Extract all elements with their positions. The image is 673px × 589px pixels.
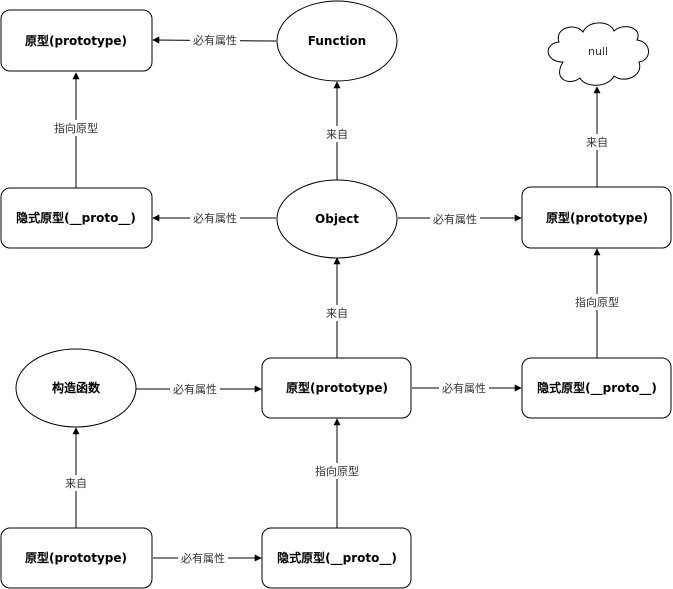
node-function: Function — [276, 0, 398, 82]
svg-text:来自: 来自 — [326, 128, 348, 141]
edge-label-hidden-to-proto: 指向原型 — [52, 120, 100, 136]
svg-text:必有属性: 必有属性 — [433, 212, 477, 226]
svg-text:必有属性: 必有属性 — [442, 381, 486, 395]
node-hidden-mid-left: 隐式原型(__proto__) — [0, 187, 153, 249]
node-null-cloud: null — [547, 22, 649, 86]
svg-text:指向原型: 指向原型 — [54, 121, 98, 135]
edge-label-proto-center-to-object: 来自 — [322, 305, 352, 321]
svg-text:指向原型: 指向原型 — [315, 464, 359, 478]
svg-text:null: null — [588, 45, 608, 58]
svg-text:来自: 来自 — [65, 477, 87, 490]
svg-text:必有属性: 必有属性 — [173, 382, 217, 396]
edge-label-object-to-proto-right: 必有属性 — [430, 211, 480, 227]
svg-text:Object: Object — [315, 212, 359, 226]
svg-text:隐式原型(__proto__): 隐式原型(__proto__) — [277, 550, 397, 566]
svg-text:必有属性: 必有属性 — [181, 551, 225, 565]
svg-text:来自: 来自 — [326, 307, 348, 320]
edge-label-proto-bottom-to-constructor: 来自 — [61, 475, 91, 491]
svg-text:原型(prototype): 原型(prototype) — [546, 210, 648, 225]
edge-label-object-to-function: 来自 — [322, 126, 352, 142]
edge-label-constructor-to-proto-center: 必有属性 — [170, 381, 220, 397]
svg-text:原型(prototype): 原型(prototype) — [25, 550, 127, 565]
svg-text:原型(prototype): 原型(prototype) — [286, 380, 388, 395]
edge-label-hidden-right-to-proto-right: 指向原型 — [573, 294, 621, 310]
edge-label-proto-bottom-to-hidden-bottom: 必有属性 — [178, 550, 228, 566]
node-object: Object — [276, 179, 398, 259]
node-proto-right: 原型(prototype) — [521, 186, 672, 249]
svg-text:必有属性: 必有属性 — [193, 33, 237, 47]
svg-text:原型(prototype): 原型(prototype) — [25, 33, 127, 48]
svg-text:必有属性: 必有属性 — [193, 211, 237, 225]
svg-text:来自: 来自 — [586, 136, 608, 149]
node-hidden-bottom: 隐式原型(__proto__) — [261, 527, 412, 589]
edge-label-proto-right-to-null: 来自 — [582, 134, 612, 150]
svg-text:隐式原型(__proto__): 隐式原型(__proto__) — [537, 380, 657, 396]
svg-text:Function: Function — [308, 34, 366, 48]
edge-label-proto-center-to-hidden-right: 必有属性 — [439, 380, 489, 396]
node-proto-bottom-left: 原型(prototype) — [0, 527, 153, 589]
node-proto-center: 原型(prototype) — [261, 357, 412, 419]
edge-label-function-to-proto: 必有属性 — [190, 32, 240, 48]
node-proto-top-left: 原型(prototype) — [0, 9, 153, 72]
edge-label-object-to-hidden: 必有属性 — [190, 210, 240, 226]
node-constructor: 构造函数 — [15, 348, 137, 428]
svg-text:指向原型: 指向原型 — [575, 295, 619, 309]
svg-text:构造函数: 构造函数 — [52, 380, 101, 395]
svg-text:隐式原型(__proto__): 隐式原型(__proto__) — [16, 210, 136, 226]
edge-label-hidden-bottom-to-proto-center: 指向原型 — [313, 463, 361, 479]
node-hidden-right: 隐式原型(__proto__) — [521, 357, 672, 419]
